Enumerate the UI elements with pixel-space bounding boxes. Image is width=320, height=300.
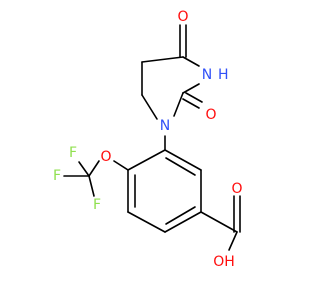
bond-c2-o2-line-1 (182, 98, 200, 109)
bond-ar-c1-c2-line-2 (165, 157, 196, 176)
bond-c-oh (228, 231, 238, 251)
atom-label-nh-h: H (218, 67, 229, 83)
atom-label-n-ring: N (160, 118, 170, 134)
atom-label-o-ring-top: O (177, 9, 188, 25)
bond-ar-c1-c2-line-1 (164, 149, 202, 171)
atom-label-f-left: F (53, 168, 61, 184)
atom-label-o-ether: O (100, 149, 111, 165)
bond-o-cf3 (88, 160, 100, 177)
bond-ar-c4-c5 (127, 211, 166, 233)
bond-n3-c2 (182, 83, 200, 94)
atom-label-o-ring-right: O (205, 107, 216, 123)
atom-label-f-bottom: F (93, 197, 101, 213)
bond-c5-c4 (141, 56, 184, 63)
bond-cf3-f-top (78, 161, 90, 177)
bond-ar-c6-c1 (127, 149, 166, 171)
bond-layer (63, 24, 241, 251)
bond-aryl-o (113, 160, 129, 171)
atom-label-o-hydroxyl: OH (213, 254, 235, 270)
bond-c2-n1 (173, 92, 184, 117)
bond-cf3-f-bottom (88, 175, 95, 197)
bond-c2-o2-line-2 (185, 92, 203, 103)
bond-c4-n3 (182, 56, 200, 67)
atom-label-f-top: F (69, 145, 77, 161)
bond-ar-c3-c4-line-1 (164, 211, 202, 233)
atom-label-o-carbonyl: O (231, 181, 242, 197)
atom-label-nh: N (202, 67, 212, 83)
bond-n1-c6 (141, 94, 158, 120)
bond-aryl-cooh (200, 211, 238, 233)
bond-ar-c3-c4-line-2 (165, 206, 196, 225)
